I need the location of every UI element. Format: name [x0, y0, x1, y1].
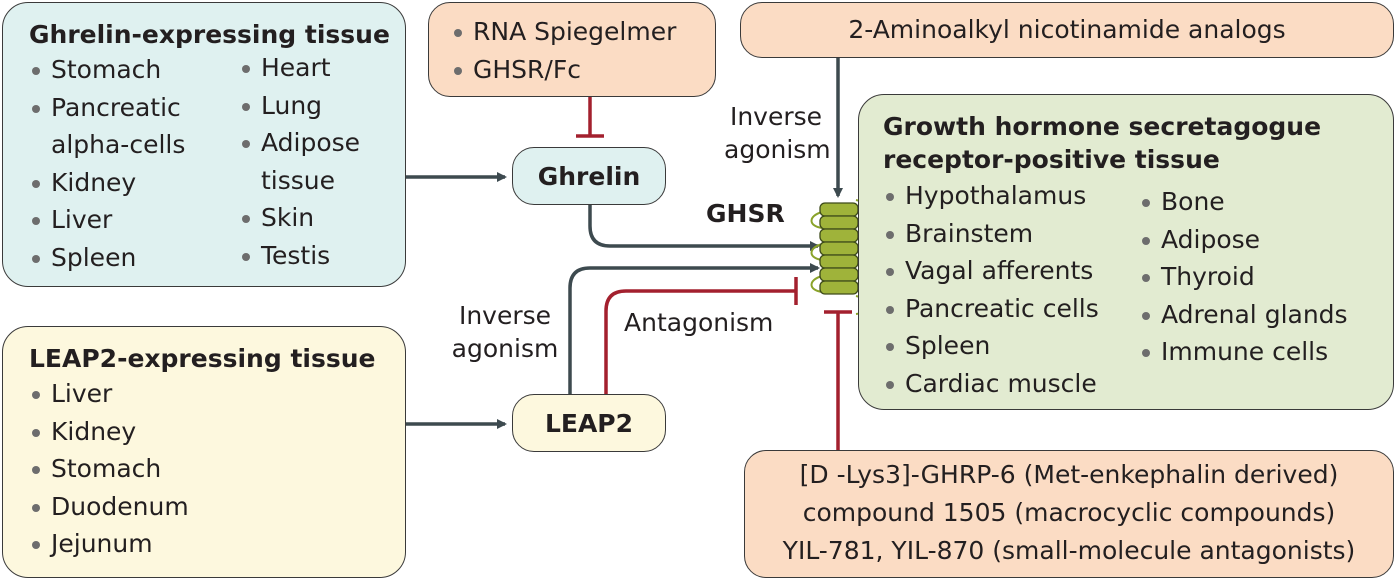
- list-item: GHSR/Fc: [451, 51, 676, 89]
- list-item: Skin: [239, 199, 360, 237]
- list-item: Pancreatic cells: [883, 290, 1099, 328]
- list-item: Immune cells: [1139, 333, 1348, 371]
- bottom-antagonist-line: [D -Lys3]-GHRP-6 (Met-enkephalin derived…: [799, 460, 1339, 489]
- antagonism-label: Antagonism: [624, 308, 774, 337]
- inverse-agonism-top-label: Inverse agonism: [724, 100, 831, 166]
- ghsr-tissue-list-left: Hypothalamus Brainstem Vagal afferents P…: [883, 177, 1099, 402]
- leap2-tissue-title: LEAP2-expressing tissue: [29, 344, 376, 373]
- list-item: Hypothalamus: [883, 177, 1099, 215]
- list-item: alpha-cells: [51, 130, 186, 159]
- list-item: Lung: [239, 87, 360, 125]
- top-antagonists-list: RNA Spiegelmer GHSR/Fc: [451, 13, 676, 88]
- ghrelin-node: Ghrelin: [512, 147, 666, 205]
- ghsr-tissue-box: Growth hormone secretagogue receptor-pos…: [858, 94, 1394, 410]
- ghrelin-tissue-list-left: Stomach Pancreatic alpha-cells Kidney Li…: [29, 51, 185, 276]
- list-item: Spleen: [883, 327, 1099, 365]
- list-item: Testis: [239, 237, 360, 275]
- list-item: Vagal afferents: [883, 252, 1099, 290]
- list-item: Liver: [29, 375, 189, 413]
- ghrelin-node-label: Ghrelin: [537, 162, 641, 191]
- leap2-node-label: LEAP2: [544, 409, 634, 438]
- inverse-agonism-left-line2: agonism: [451, 334, 559, 363]
- list-item: Spleen: [29, 239, 185, 277]
- list-item: Adipose: [239, 124, 360, 162]
- bottom-antagonists-box: [D -Lys3]-GHRP-6 (Met-enkephalin derived…: [744, 450, 1394, 578]
- inverse-agonism-left-label: Inverse agonism: [448, 299, 562, 365]
- inverse-agonism-left-line1: Inverse: [458, 301, 552, 330]
- nicotinamide-label: 2-Aminoalkyl nicotinamide analogs: [848, 15, 1286, 44]
- arrow-ghrelin-to-ghsr: [588, 205, 820, 251]
- arrow-leap2-to-ghsr: [568, 263, 820, 394]
- inhibit-leap2-to-ghsr: [604, 277, 798, 394]
- list-item: Jejunum: [29, 525, 189, 563]
- inhibit-bottom-to-ghsr: [824, 310, 852, 450]
- ghsr-tissue-list-right: Bone Adipose Thyroid Adrenal glands Immu…: [1139, 183, 1348, 371]
- list-item: Thyroid: [1139, 258, 1348, 296]
- ghsr-receptor-icon: [810, 199, 871, 315]
- inverse-agonism-top-line2: agonism: [724, 135, 831, 164]
- list-item: Bone: [1139, 183, 1348, 221]
- bottom-antagonist-line: compound 1505 (macrocyclic compounds): [802, 498, 1336, 527]
- leap2-tissue-list: Liver Kidney Stomach Duodenum Jejunum: [29, 375, 189, 563]
- nicotinamide-box: 2-Aminoalkyl nicotinamide analogs: [740, 2, 1394, 58]
- list-item: Stomach: [29, 51, 185, 89]
- list-item: Stomach: [29, 450, 189, 488]
- leap2-tissue-box: LEAP2-expressing tissue Liver Kidney Sto…: [2, 326, 406, 578]
- inhibit-top-to-ghrelin: [576, 97, 604, 138]
- leap2-node: LEAP2: [512, 394, 666, 452]
- ghsr-tissue-title-line1: Growth hormone secretagogue: [883, 112, 1322, 141]
- ghrelin-tissue-title: Ghrelin-expressing tissue: [29, 20, 390, 49]
- list-item: tissue: [261, 165, 336, 195]
- list-item: Kidney: [29, 164, 185, 202]
- ghsr-label: GHSR: [706, 199, 785, 228]
- list-item: Cardiac muscle: [883, 365, 1099, 403]
- list-item: Duodenum: [29, 488, 189, 526]
- inverse-agonism-top-line1: Inverse: [729, 102, 823, 131]
- list-item: Brainstem: [883, 215, 1099, 253]
- list-item: Kidney: [29, 413, 189, 451]
- ghsr-tissue-title-line2: receptor-positive tissue: [883, 145, 1220, 174]
- list-item: RNA Spiegelmer: [451, 13, 676, 51]
- ghrelin-tissue-box: Ghrelin-expressing tissue Stomach Pancre…: [2, 2, 406, 287]
- list-item: Adipose: [1139, 221, 1348, 259]
- list-item: Adrenal glands: [1139, 296, 1348, 334]
- list-item: Pancreatic: [29, 89, 185, 127]
- bottom-antagonist-line: YIL-781, YIL-870 (small-molecule antagon…: [782, 536, 1356, 565]
- top-antagonists-box: RNA Spiegelmer GHSR/Fc: [428, 2, 716, 97]
- ghrelin-tissue-list-right: Heart Lung Adipose tissue Skin Testis: [239, 49, 360, 274]
- list-item: Heart: [239, 49, 360, 87]
- list-item: Liver: [29, 201, 185, 239]
